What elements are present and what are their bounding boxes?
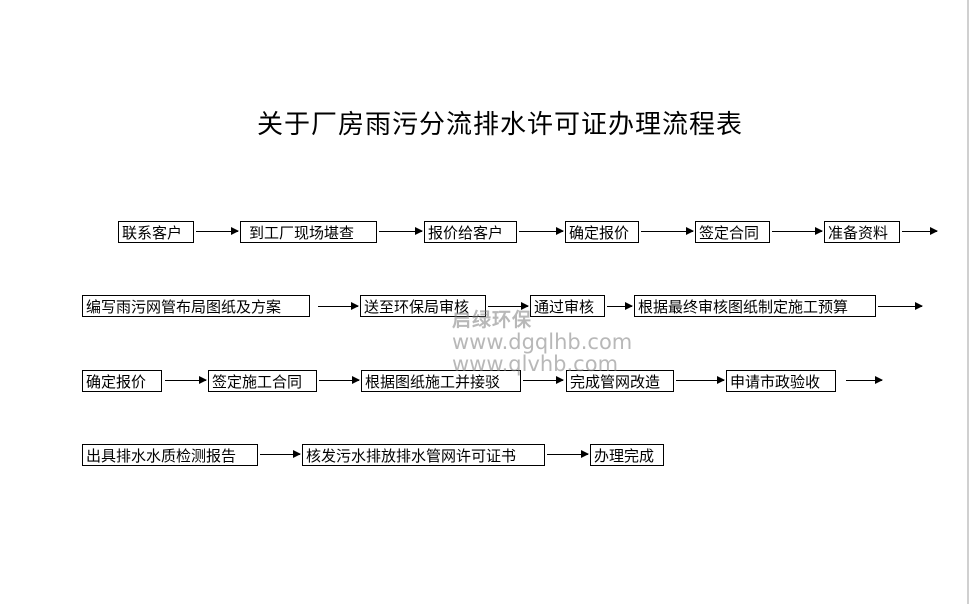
arrow-r2-3: [607, 302, 633, 310]
step-issue-permit: 核发污水排放排水管网许可证书: [302, 444, 545, 466]
step-confirm-quote-2: 确定报价: [82, 370, 162, 392]
arrow-r3-2: [319, 376, 360, 384]
step-municipal-inspection: 申请市政验收: [726, 370, 836, 392]
watermark-url-1: www.dgqlhb.com: [452, 330, 633, 354]
arrow-r4-1: [260, 450, 301, 458]
arrow-r2-4: [878, 302, 923, 310]
step-pass-review: 通过审核: [530, 295, 605, 317]
step-build-and-connect: 根据图纸施工并接驳: [361, 370, 521, 392]
step-site-survey: 到工厂现场堪查: [240, 221, 377, 243]
step-construction-budget: 根据最终审核图纸制定施工预算: [634, 295, 876, 317]
step-draw-plans: 编写雨污网管布局图纸及方案: [82, 295, 310, 317]
step-sign-construction-contract: 签定施工合同: [208, 370, 317, 392]
arrow-r2-2: [488, 302, 529, 310]
step-water-quality-report: 出具排水水质检测报告: [82, 444, 258, 466]
step-quote-customer: 报价给客户: [424, 221, 517, 243]
arrow-r3-5: [846, 376, 883, 384]
step-sign-contract: 签定合同: [695, 221, 770, 243]
arrow-r4-2: [547, 450, 589, 458]
arrow-r1-6: [902, 227, 938, 235]
watermark: 启绿环保 www.dgqlhb.com www.qlvhb.com: [452, 309, 692, 375]
arrow-r1-5: [772, 227, 823, 235]
step-prepare-materials: 准备资料: [824, 221, 900, 243]
step-submit-epb: 送至环保局审核: [360, 295, 486, 317]
arrow-r1-3: [519, 227, 564, 235]
step-contact-customer: 联系客户: [118, 221, 194, 243]
page-right-border: [967, 0, 969, 604]
arrow-r1-2: [379, 227, 423, 235]
page-title: 关于厂房雨污分流排水许可证办理流程表: [256, 110, 743, 140]
step-confirm-quote: 确定报价: [565, 221, 639, 243]
arrow-r3-1: [165, 376, 207, 384]
step-done: 办理完成: [590, 444, 664, 466]
arrow-r1-4: [641, 227, 694, 235]
arrow-r3-4: [676, 376, 725, 384]
arrow-r2-1: [318, 302, 359, 310]
arrow-r1-1: [196, 227, 239, 235]
step-complete-network: 完成管网改造: [566, 370, 674, 392]
arrow-r3-3: [523, 376, 564, 384]
